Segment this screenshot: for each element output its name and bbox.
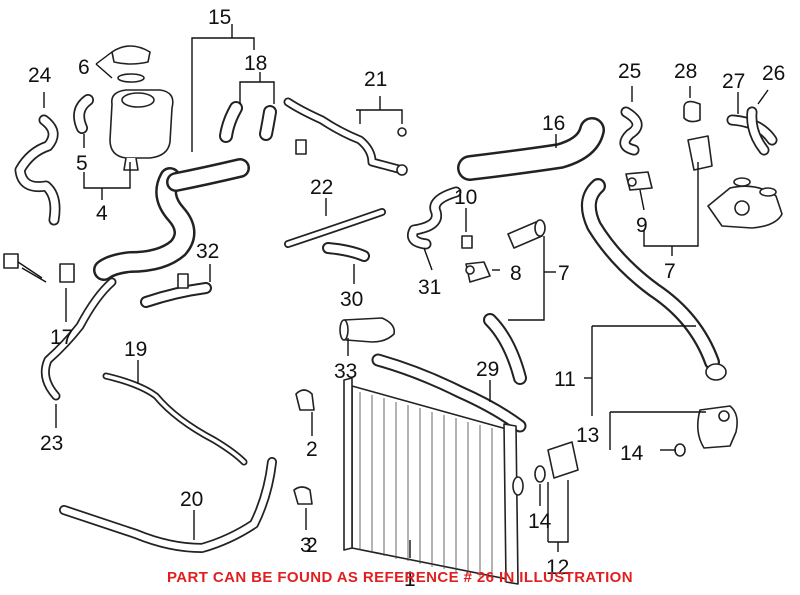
- callout-16: 16: [542, 112, 565, 135]
- callout-22: 22: [310, 176, 333, 199]
- callout-5: 5: [76, 152, 88, 175]
- hose-25: [619, 106, 643, 156]
- callout-18: 18: [244, 52, 267, 75]
- hose-16: [457, 117, 605, 181]
- callout-25: 25: [618, 60, 641, 83]
- callout-33: 33: [334, 360, 357, 383]
- callout-13: 13: [576, 424, 599, 447]
- sensor-33: [339, 317, 396, 343]
- callout-6: 6: [78, 56, 90, 79]
- callout-2: 2: [306, 438, 318, 461]
- callout-26: 26: [762, 62, 785, 85]
- callout-19: 19: [124, 338, 147, 361]
- callout-21: 21: [364, 68, 387, 91]
- callout-14-lower: 14: [528, 510, 552, 533]
- hoses-27-26-28: [683, 100, 778, 171]
- part-drawings: [3, 45, 783, 585]
- callout-7-right: 7: [664, 260, 676, 283]
- pipe-22: [284, 208, 386, 248]
- callout-12: 12: [546, 556, 569, 579]
- pipe-32: [140, 273, 212, 308]
- fitting-9: [625, 171, 653, 191]
- callout-14-right: 14: [620, 442, 644, 465]
- callout-28: 28: [674, 60, 697, 83]
- callout-24: 24: [28, 64, 52, 87]
- callout-7-left: 7: [558, 262, 570, 285]
- sensor-17: [3, 253, 75, 283]
- hoses-18: [219, 101, 277, 143]
- fittings-13-14: [674, 405, 738, 457]
- expansion-tank: [109, 45, 174, 171]
- callout-11: 11: [554, 368, 576, 391]
- callout-3: 3: [300, 534, 312, 557]
- callout-32: 32: [196, 240, 219, 263]
- hose-5: [73, 94, 94, 134]
- callout-27: 27: [722, 70, 745, 93]
- radiator-fins: [359, 392, 493, 579]
- callout-29: 29: [476, 358, 499, 381]
- callout-20: 20: [180, 488, 203, 511]
- pipe-21: [283, 97, 408, 176]
- fittings-7-8-10-31: [407, 186, 546, 283]
- hose-24: [14, 114, 61, 226]
- callout-1: 1: [404, 568, 416, 591]
- callout-15: 15: [208, 6, 231, 29]
- leader-lines: [43, 24, 769, 558]
- hose-23: [40, 277, 117, 401]
- pipe-20: [59, 457, 277, 553]
- oil-cooler: [707, 177, 783, 229]
- callout-9: 9: [636, 214, 648, 237]
- callout-31: 31: [418, 276, 441, 299]
- hose-30: [322, 242, 370, 262]
- callout-2-repeat: 2: [306, 534, 318, 557]
- fittings-12-14: [512, 441, 579, 496]
- callout-8: 8: [510, 262, 522, 285]
- callout-23: 23: [40, 432, 63, 455]
- callout-10: 10: [454, 186, 477, 209]
- hose-11: [580, 178, 727, 381]
- clips-2-3: [293, 389, 315, 505]
- callout-30: 30: [340, 288, 363, 311]
- radiator: [343, 377, 519, 585]
- reference-note: PART CAN BE FOUND AS REFERENCE # 26 IN I…: [167, 569, 633, 586]
- callout-4: 4: [96, 202, 108, 225]
- bracket-19: [102, 372, 248, 466]
- callout-labels: 1 2 2 3 4 5 6 7 7 8 9 10 11 12 13 14 14 …: [28, 6, 785, 591]
- callout-17: 17: [50, 326, 73, 349]
- hose-29: [371, 313, 527, 433]
- hose-15: [93, 158, 250, 281]
